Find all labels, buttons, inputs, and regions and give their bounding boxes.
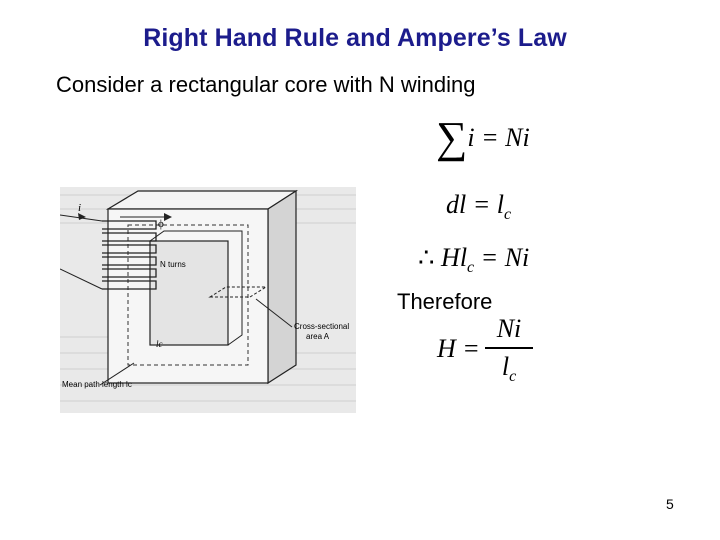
equation-ampere-sub: c <box>467 259 475 276</box>
flux-label: ϕ <box>158 218 164 230</box>
equation-h-lhs: H = <box>437 334 480 363</box>
sum-sign: ∑ <box>436 113 468 162</box>
equation-ampere-lhs: Hl <box>441 243 468 272</box>
fraction-denominator: lc <box>485 352 533 386</box>
core-diagram: i ϕ N turns Cross-sectional area A lc Me… <box>60 189 356 402</box>
fraction-numerator: Ni <box>496 314 522 343</box>
fraction-denominator-sub: c <box>509 368 517 385</box>
therefore-symbol: ∴ <box>418 243 435 272</box>
cross-section-label-1: Cross-sectional <box>294 322 349 331</box>
current-label: i <box>78 202 81 214</box>
slide-subtitle: Consider a rectangular core with N windi… <box>56 72 476 97</box>
turns-label: N turns <box>160 260 186 269</box>
page-number: 5 <box>666 496 674 512</box>
equation-sum-rhs: i = Ni <box>467 123 530 152</box>
equation-dl: dl = lc <box>446 190 511 224</box>
mean-path-label: Mean path length lc <box>62 380 132 389</box>
therefore-label: Therefore <box>397 289 493 314</box>
equation-sum: ∑i = Ni <box>436 112 530 163</box>
core-figure: i ϕ N turns Cross-sectional area A lc Me… <box>60 187 356 413</box>
fraction-denominator-text: l <box>501 352 510 381</box>
equation-ampere-rhs: = Ni <box>474 243 530 272</box>
equation-ampere: ∴ Hlc = Ni <box>418 243 529 277</box>
path-label: lc <box>156 339 163 349</box>
slide-title: Right Hand Rule and Ampere’s Law <box>143 24 567 52</box>
fraction-bar <box>485 347 533 349</box>
equation-dl-text: dl = l <box>446 190 504 219</box>
equation-h-fraction: Ni lc <box>485 314 533 388</box>
cross-section-label-2: area A <box>306 332 330 341</box>
equation-dl-sub: c <box>504 206 512 223</box>
